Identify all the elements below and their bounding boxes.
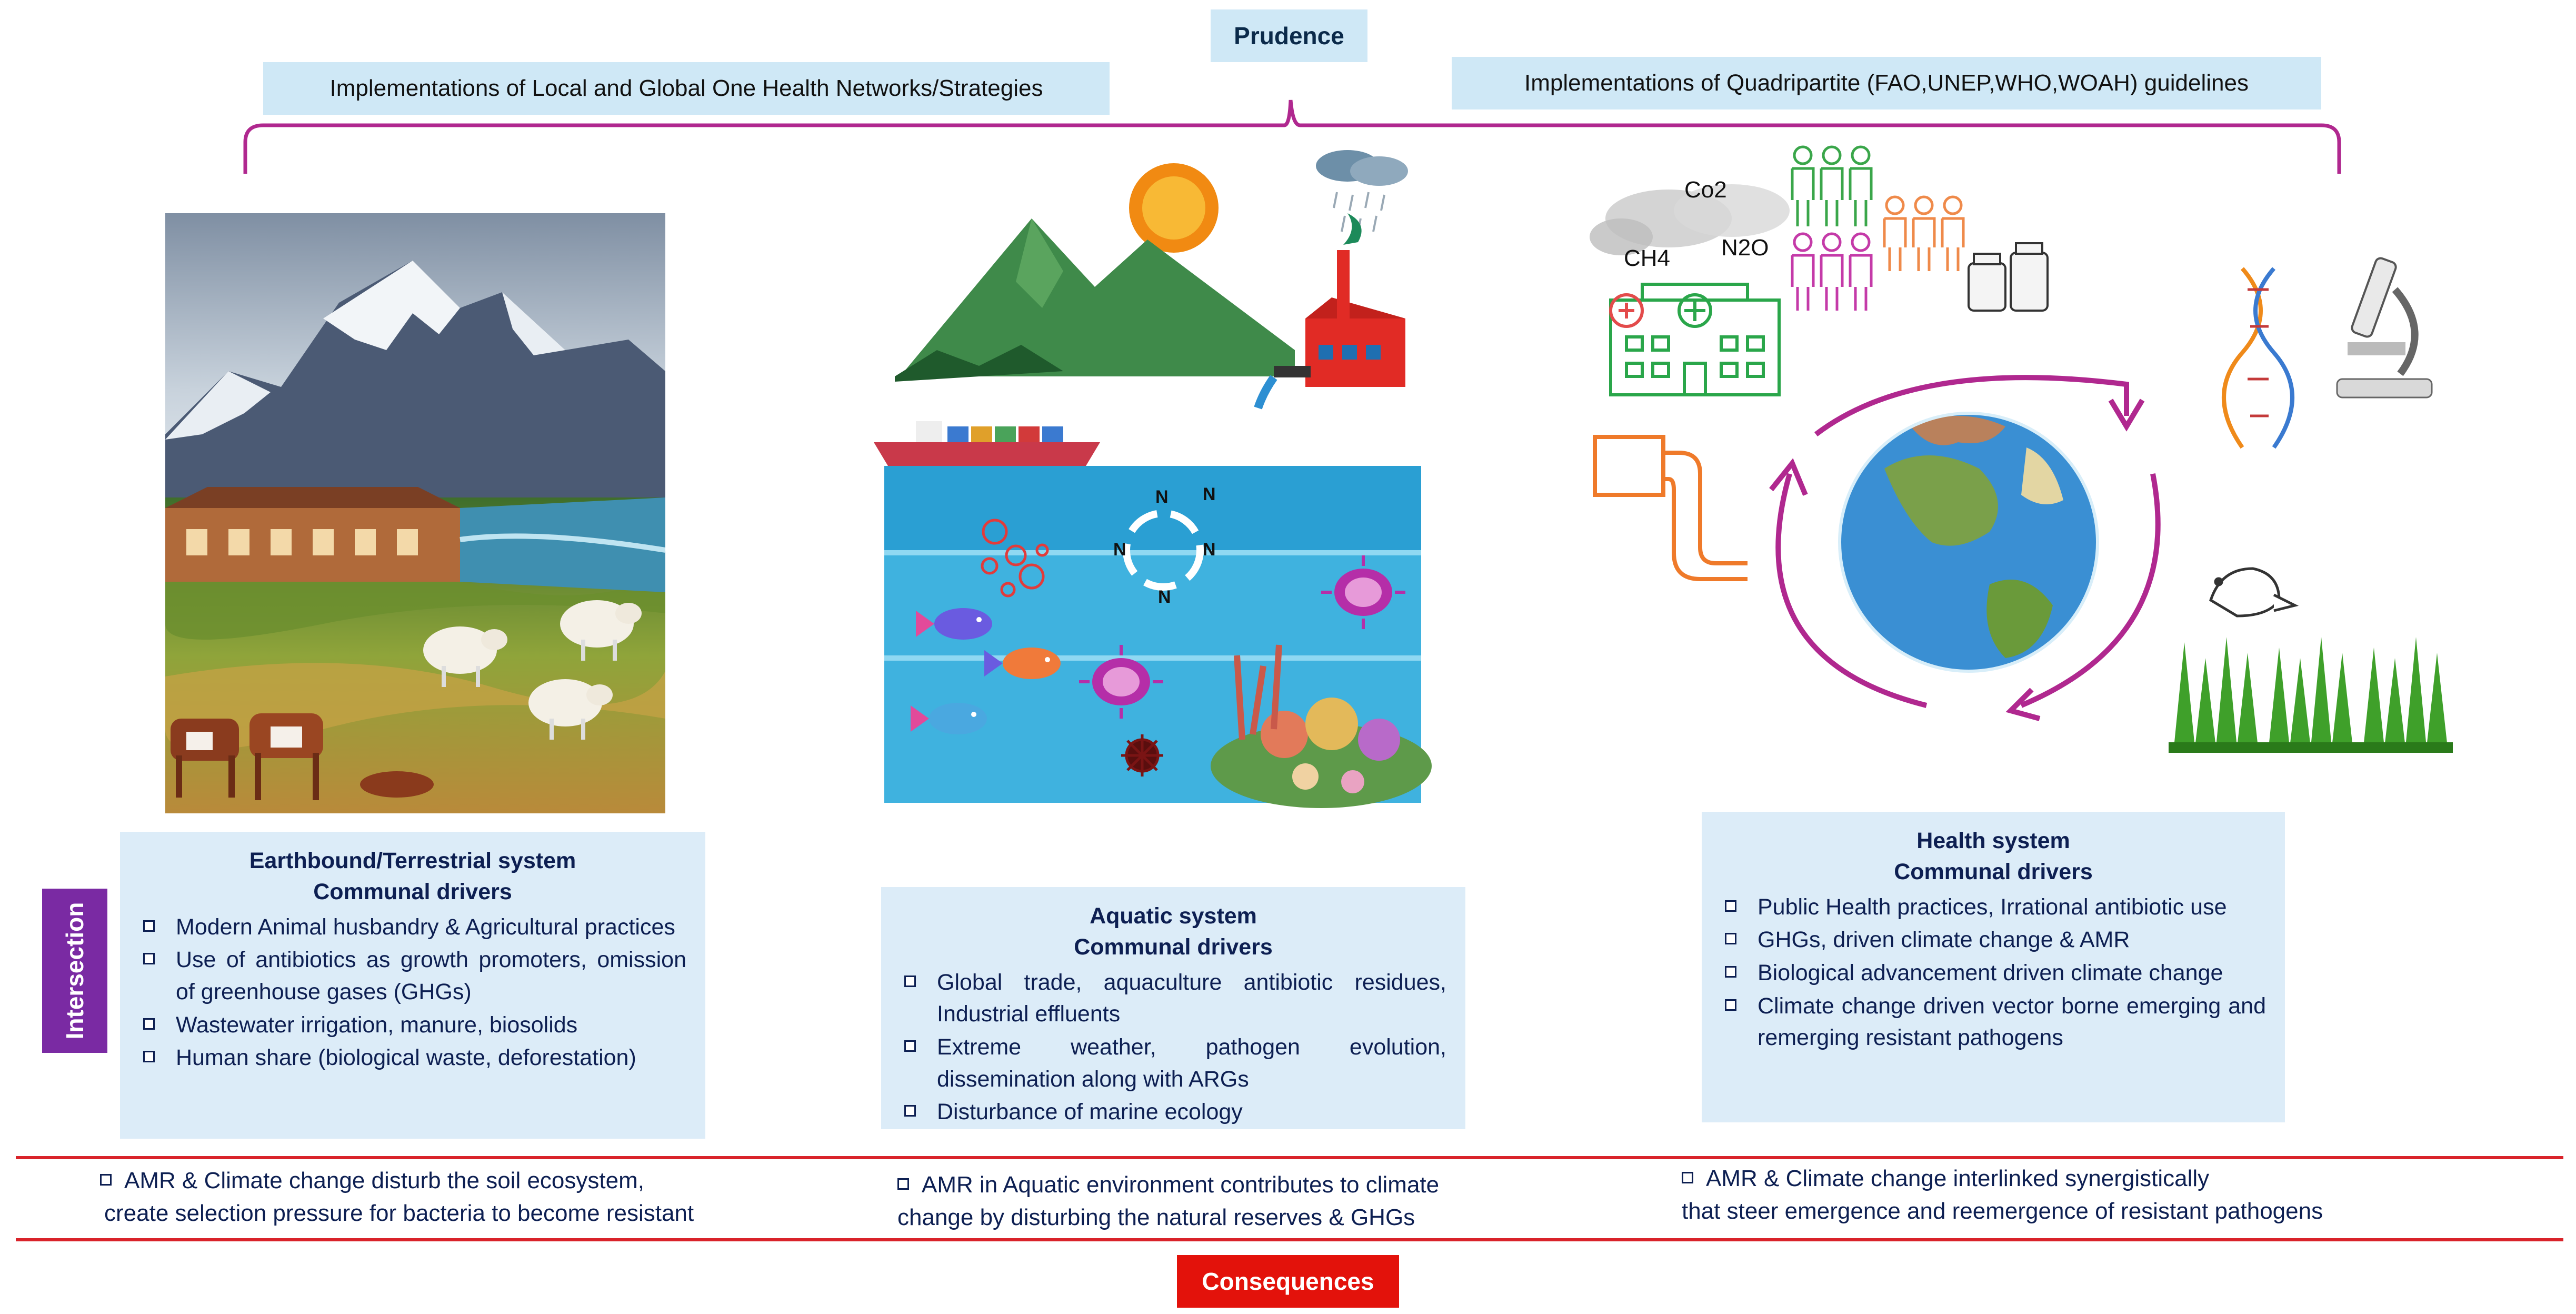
one-health-strategies-box: Implementations of Local and Global One …: [263, 62, 1110, 115]
cargo-ship: [874, 421, 1100, 469]
grass-icon: [2169, 637, 2453, 753]
consequences-label: Consequences: [1177, 1255, 1399, 1308]
list-item: Biological advancement driven climate ch…: [1721, 957, 2266, 989]
list-item: Disturbance of marine ecology: [900, 1096, 1446, 1128]
bottom-divider-line: [16, 1238, 2563, 1241]
microscope-icon: [2336, 257, 2433, 399]
bacteria: [1079, 645, 1163, 719]
microplastic-bubbles: [981, 519, 1049, 598]
n2o-label: N2O: [1721, 235, 1769, 261]
nitrogen-cycle-icon: N N N N N: [1113, 484, 1216, 607]
coral-reef: [1211, 644, 1432, 808]
snow-cap: [165, 371, 271, 440]
fish: [911, 703, 987, 734]
bacteria: [1321, 555, 1405, 629]
list-item: Extreme weather, pathogen evolution, dis…: [900, 1031, 1446, 1095]
intersection-label: Intersection: [42, 889, 107, 1053]
fish: [984, 648, 1061, 679]
health-system-illustration: Co2 CH4 N2O: [1590, 145, 2453, 753]
top-divider-line: [16, 1156, 2563, 1159]
mountain-range: [165, 261, 665, 508]
snow-cap: [502, 292, 565, 355]
consequence-line: create selection pressure for bacteria t…: [104, 1200, 694, 1226]
list-item: Global trade, aquaculture antibiotic res…: [900, 967, 1446, 1030]
sea-urchin: [1121, 734, 1163, 777]
aquatic-driver-list: Global trade, aquaculture antibiotic res…: [900, 967, 1446, 1128]
aquatic-ecosystem-illustration: N N N N N: [874, 150, 1432, 808]
climate-cycle-arrows: [1769, 375, 2161, 721]
list-item: Climate change driven vector borne emerg…: [1721, 990, 2266, 1054]
consequence-line: AMR & Climate change interlinked synergi…: [1706, 1166, 2210, 1191]
prudence-label: Prudence: [1211, 9, 1367, 62]
checkbox-bullet-icon: [100, 1174, 112, 1186]
nitrogen-label: N: [1203, 540, 1216, 560]
greenhouse-gas-smoke: Co2 CH4 N2O: [1590, 177, 1790, 271]
checkbox-bullet-icon: [897, 1178, 909, 1190]
snow-cap: [323, 261, 460, 350]
river: [460, 497, 665, 592]
people-group-icon: [1791, 145, 1965, 311]
sheep: [423, 626, 507, 687]
intersection-label-text: Intersection: [61, 902, 88, 1040]
medicine-bottles-icon: [1968, 242, 2049, 312]
cows: [171, 713, 323, 800]
green-mountains: [900, 218, 1295, 376]
consequence-line: AMR & Climate change disturb the soil ec…: [124, 1168, 644, 1193]
nitrogen-label: N: [1155, 487, 1169, 507]
sheep: [560, 600, 642, 661]
aquatic-title: Aquatic system: [1090, 903, 1257, 929]
sheep: [528, 679, 613, 740]
consequence-line: AMR in Aquatic environment contributes t…: [922, 1172, 1440, 1198]
wastewater-pipe-icon: [1593, 435, 1748, 581]
health-driver-list: Public Health practices, Irrational anti…: [1721, 891, 2266, 1054]
beaver-icon: [2209, 567, 2299, 618]
manure-pile: [360, 771, 434, 798]
health-system-panel: Health system Communal drivers Public He…: [1702, 812, 2285, 1122]
nitrogen-label: N: [1113, 540, 1126, 560]
health-title: Health system: [1916, 828, 2070, 853]
list-item: GHGs, driven climate change & AMR: [1721, 924, 2266, 956]
prudence-bracket: [243, 99, 2341, 174]
fish: [916, 608, 992, 640]
factory: [1254, 213, 1405, 410]
terrestrial-consequence: AMR & Climate change disturb the soil ec…: [100, 1164, 837, 1229]
health-subtitle: Communal drivers: [1894, 859, 2093, 885]
list-item: Public Health practices, Irrational anti…: [1721, 891, 2266, 923]
nitrogen-label: N: [1158, 587, 1171, 607]
checkbox-bullet-icon: [1682, 1172, 1693, 1184]
terrestrial-title: Earthbound/Terrestrial system: [249, 848, 576, 873]
hospital-icon: [1609, 283, 1781, 396]
health-consequence: AMR & Climate change interlinked synergi…: [1682, 1162, 2524, 1227]
consequence-line: that steer emergence and reemergence of …: [1682, 1198, 2323, 1224]
terrestrial-driver-list: Modern Animal husbandry & Agricultural p…: [139, 911, 686, 1074]
list-item: Wastewater irrigation, manure, biosolids: [139, 1009, 686, 1041]
terrestrial-system-panel: Earthbound/Terrestrial system Communal d…: [120, 832, 705, 1139]
co2-label: Co2: [1684, 177, 1727, 203]
quadripartite-guidelines-box: Implementations of Quadripartite (FAO,UN…: [1452, 57, 2321, 110]
aquatic-consequence: AMR in Aquatic environment contributes t…: [897, 1169, 1661, 1233]
list-item: Modern Animal husbandry & Agricultural p…: [139, 911, 686, 943]
dna-icon: [2222, 267, 2294, 449]
nitrogen-label: N: [1203, 484, 1216, 504]
terrestrial-landscape-illustration: [165, 213, 665, 813]
ch4-label: CH4: [1624, 245, 1670, 271]
rain-cloud: [1316, 150, 1408, 235]
aquatic-subtitle: Communal drivers: [1074, 934, 1273, 960]
globe-icon: [1838, 412, 2099, 673]
list-item: Human share (biological waste, deforesta…: [139, 1042, 686, 1074]
consequence-line: change by disturbing the natural reserve…: [897, 1204, 1415, 1230]
terrestrial-subtitle: Communal drivers: [313, 879, 512, 905]
list-item: Use of antibiotics as growth promoters, …: [139, 944, 686, 1008]
aquatic-system-panel: Aquatic system Communal drivers Global t…: [881, 887, 1465, 1129]
